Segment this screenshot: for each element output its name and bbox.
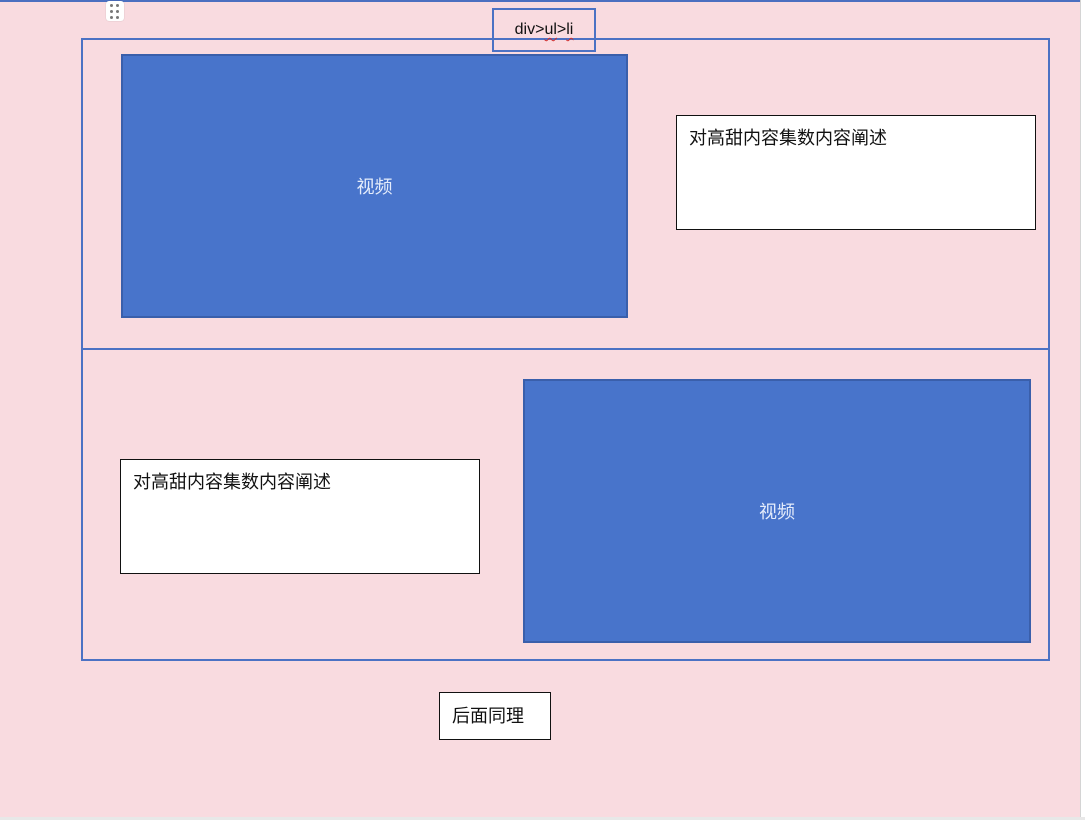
bottom-edge [0,817,1085,820]
window-edge [1080,0,1085,820]
structure-label-box[interactable]: div>ul>li [492,8,596,52]
handle-dot [116,10,119,13]
description-text: 对高甜内容集数内容阐述 [689,128,887,149]
handle-dot [110,10,113,13]
description-text: 对高甜内容集数内容阐述 [133,472,331,493]
handle-dot [116,16,119,19]
footer-note-text: 后面同理 [452,706,524,727]
handle-dot [116,4,119,7]
video-label: 视频 [759,502,795,523]
drag-handle-icon[interactable] [106,1,124,21]
label-li: li [566,21,574,38]
description-box-2: 对高甜内容集数内容阐述 [120,459,480,574]
video-label: 视频 [356,177,393,198]
handle-dot [110,16,113,19]
label-gt: > [556,21,567,38]
label-prefix: div> [514,21,545,38]
video-placeholder-1: 视频 [121,54,628,318]
description-box-1: 对高甜内容集数内容阐述 [676,115,1036,230]
video-placeholder-2: 视频 [523,379,1031,643]
footer-note-box: 后面同理 [439,692,551,740]
label-ul: ul [544,21,557,38]
handle-dot [110,4,113,7]
